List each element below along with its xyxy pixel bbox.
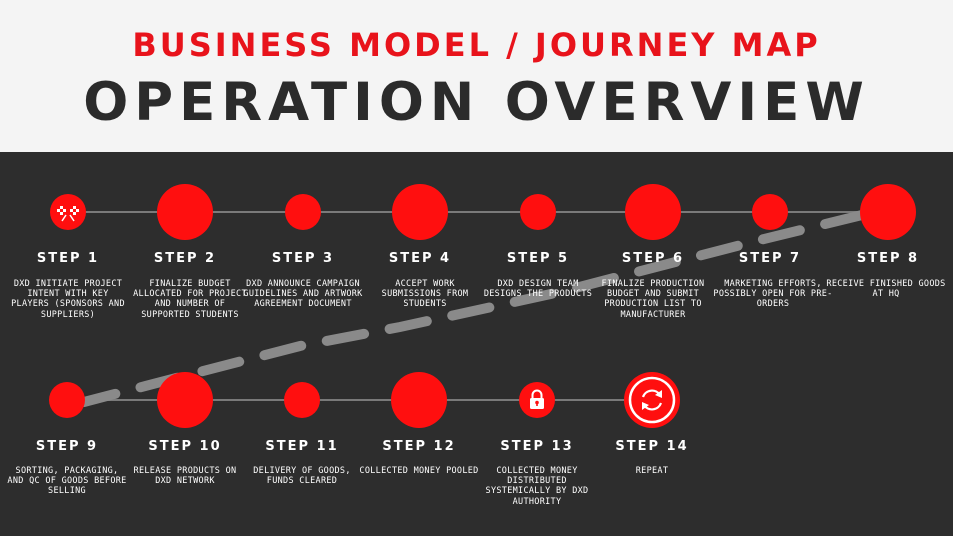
step-13-description: COLLECTED MONEY DISTRIBUTED SYSTEMICALLY… [485,466,589,507]
padlock-icon [530,389,544,409]
step-12-description: COLLECTED MONEY POOLED [359,466,479,476]
step-5-description: DXD DESIGN TEAM DESIGNS THE PRODUCTS [483,279,593,300]
journey-map: STEP 1 DXD INITIATE PROJECT INTENT WITH … [0,152,953,536]
step-1-node [50,194,86,230]
step-2-description: FINALIZE BUDGET ALLOCATED FOR PROJECT AN… [133,279,247,320]
step-14-description: REPEAT [635,466,669,476]
step-8-node [860,184,916,240]
step-5-node [520,194,556,230]
step-12-label: STEP 12 [382,439,456,454]
step-2-node [157,184,213,240]
step-4-node [392,184,448,240]
step-11-description: DELIVERY OF GOODS, FUNDS CLEARED [253,466,351,487]
step-8-label: STEP 8 [856,251,920,266]
step-3-description: DXD ANNOUNCE CAMPAIGN GUIDELINES AND ART… [243,279,363,310]
step-12-node [391,372,447,428]
step-8-description: RECEIVE FINISHED GOODS AT HQ [826,279,946,300]
step-7-description: MARKETING EFFORTS, POSSIBLY OPEN FOR PRE… [713,279,833,310]
step-7-node [752,194,788,230]
step-2-label: STEP 2 [153,251,217,266]
refresh-cycle-icon [628,376,676,424]
step-10-node [157,372,213,428]
step-7-label: STEP 7 [738,251,802,266]
step-6-node [625,184,681,240]
step-14-label: STEP 14 [615,439,689,454]
racing-flags-icon [57,206,79,222]
header-band: BUSINESS MODEL / JOURNEY MAP OPERATION O… [0,0,953,152]
step-1-label: STEP 1 [36,251,100,266]
step-11-label: STEP 11 [265,439,339,454]
step-5-label: STEP 5 [506,251,570,266]
step-13-label: STEP 13 [500,439,574,454]
step-10-description: RELEASE PRODUCTS ON DXD NETWORK [133,466,237,487]
step-1-description: DXD INITIATE PROJECT INTENT WITH KEY PLA… [11,279,125,320]
step-3-node [285,194,321,230]
subtitle: BUSINESS MODEL / JOURNEY MAP [132,26,821,64]
step-9-description: SORTING, PACKAGING, AND QC OF GOODS BEFO… [7,466,127,497]
step-9-node [49,382,85,418]
step-11-node [284,382,320,418]
step-10-label: STEP 10 [148,439,222,454]
step-6-label: STEP 6 [621,251,685,266]
step-4-label: STEP 4 [388,251,452,266]
step-9-label: STEP 9 [35,439,99,454]
page-title: OPERATION OVERVIEW [83,72,870,133]
step-4-description: ACCEPT WORK SUBMISSIONS FROM STUDENTS [381,279,469,310]
flow-diagram [49,184,916,428]
step-3-label: STEP 3 [271,251,335,266]
step-6-description: FINALIZE PRODUCTION BUDGET AND SUBMIT PR… [601,279,705,320]
step-14-node [624,372,680,428]
